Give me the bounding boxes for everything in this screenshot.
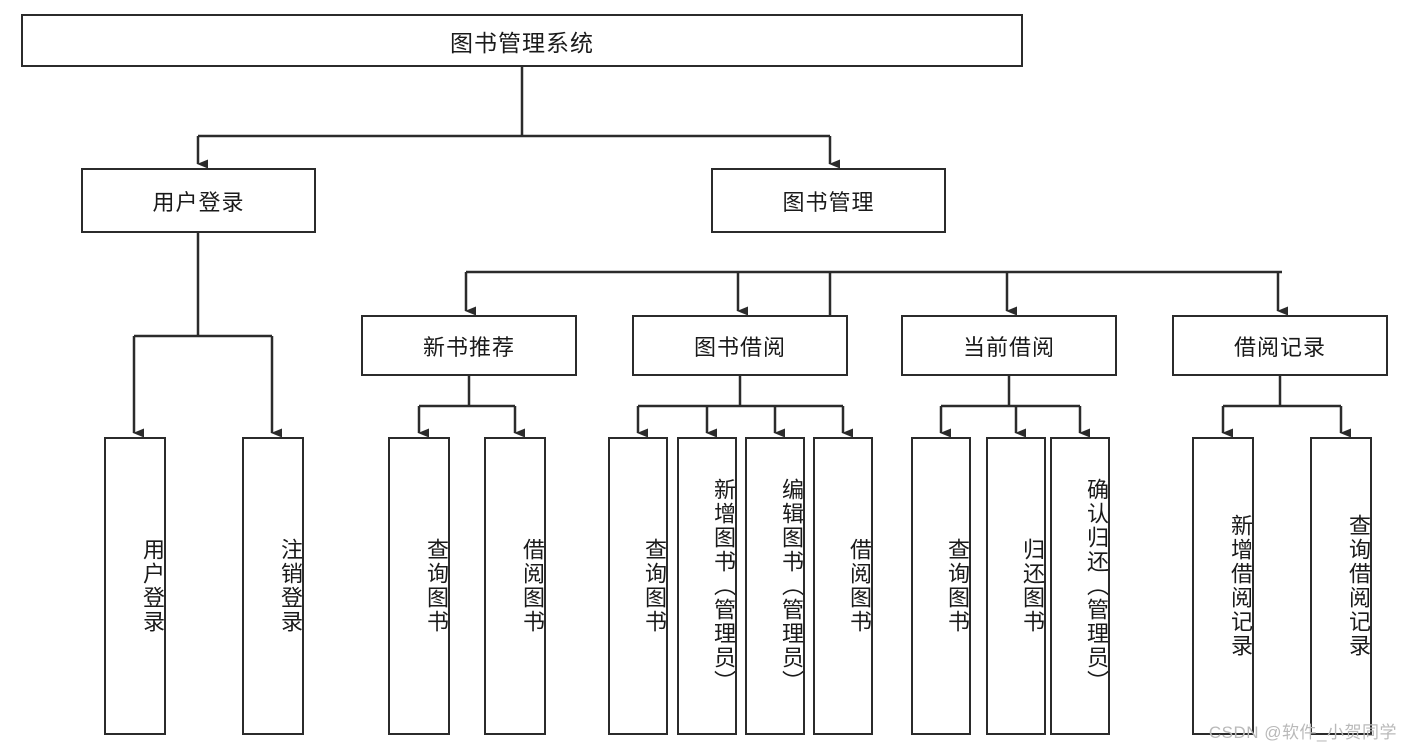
leaf-label: 查询图书: [642, 538, 667, 634]
node-current-borrow[interactable]: 当前借阅: [901, 315, 1117, 376]
leaf-label: 新增借阅记录: [1228, 514, 1253, 658]
leaf-label: 借阅图书: [520, 538, 545, 634]
leaf-label: 查询图书: [424, 538, 449, 634]
leaf-node-logout-login[interactable]: 注销登录: [242, 437, 304, 735]
leaf-node-query-book-recommend[interactable]: 查询图书: [388, 437, 450, 735]
node-book-manage-label: 图书管理: [782, 189, 875, 215]
leaf-node-edit-book[interactable]: 编辑图书（管理员）: [745, 437, 805, 735]
node-user-login-label: 用户登录: [152, 189, 245, 215]
node-current-borrow-label: 当前借阅: [962, 334, 1055, 360]
leaf-node-query-record[interactable]: 查询借阅记录: [1310, 437, 1372, 735]
leaf-label: 注销登录: [278, 538, 303, 634]
leaf-node-borrow-book-recommend[interactable]: 借阅图书: [484, 437, 546, 735]
csdn-watermark: CSDN @软件_小贺同学: [1208, 723, 1397, 742]
leaf-node-return-book[interactable]: 归还图书: [986, 437, 1046, 735]
leaf-label: 编辑图书（管理员）: [779, 478, 804, 694]
leaf-node-borrow-book[interactable]: 借阅图书: [813, 437, 873, 735]
node-borrow-record[interactable]: 借阅记录: [1172, 315, 1388, 376]
leaf-label: 查询图书: [945, 538, 970, 634]
node-root[interactable]: 图书管理系统: [21, 14, 1023, 67]
leaf-label: 借阅图书: [847, 538, 872, 634]
leaf-label: 用户登录: [140, 538, 165, 634]
node-new-book-recommend-label: 新书推荐: [422, 334, 515, 360]
leaf-label: 归还图书: [1020, 538, 1045, 634]
leaf-node-query-book-borrow[interactable]: 查询图书: [608, 437, 668, 735]
leaf-node-user-login[interactable]: 用户登录: [104, 437, 166, 735]
leaf-label: 新增图书（管理员）: [711, 478, 736, 694]
leaf-node-query-book-current[interactable]: 查询图书: [911, 437, 971, 735]
leaf-label: 确认归还（管理员）: [1084, 478, 1109, 694]
leaf-node-confirm-return[interactable]: 确认归还（管理员）: [1050, 437, 1110, 735]
leaf-node-add-book[interactable]: 新增图书（管理员）: [677, 437, 737, 735]
node-root-label: 图书管理系统: [450, 29, 594, 56]
node-new-book-recommend[interactable]: 新书推荐: [361, 315, 577, 376]
node-book-manage[interactable]: 图书管理: [711, 168, 946, 233]
node-book-borrow[interactable]: 图书借阅: [632, 315, 848, 376]
node-borrow-record-label: 借阅记录: [1233, 334, 1326, 360]
node-book-borrow-label: 图书借阅: [693, 334, 786, 360]
leaf-label: 查询借阅记录: [1346, 514, 1371, 658]
leaf-node-add-record[interactable]: 新增借阅记录: [1192, 437, 1254, 735]
node-user-login[interactable]: 用户登录: [81, 168, 316, 233]
